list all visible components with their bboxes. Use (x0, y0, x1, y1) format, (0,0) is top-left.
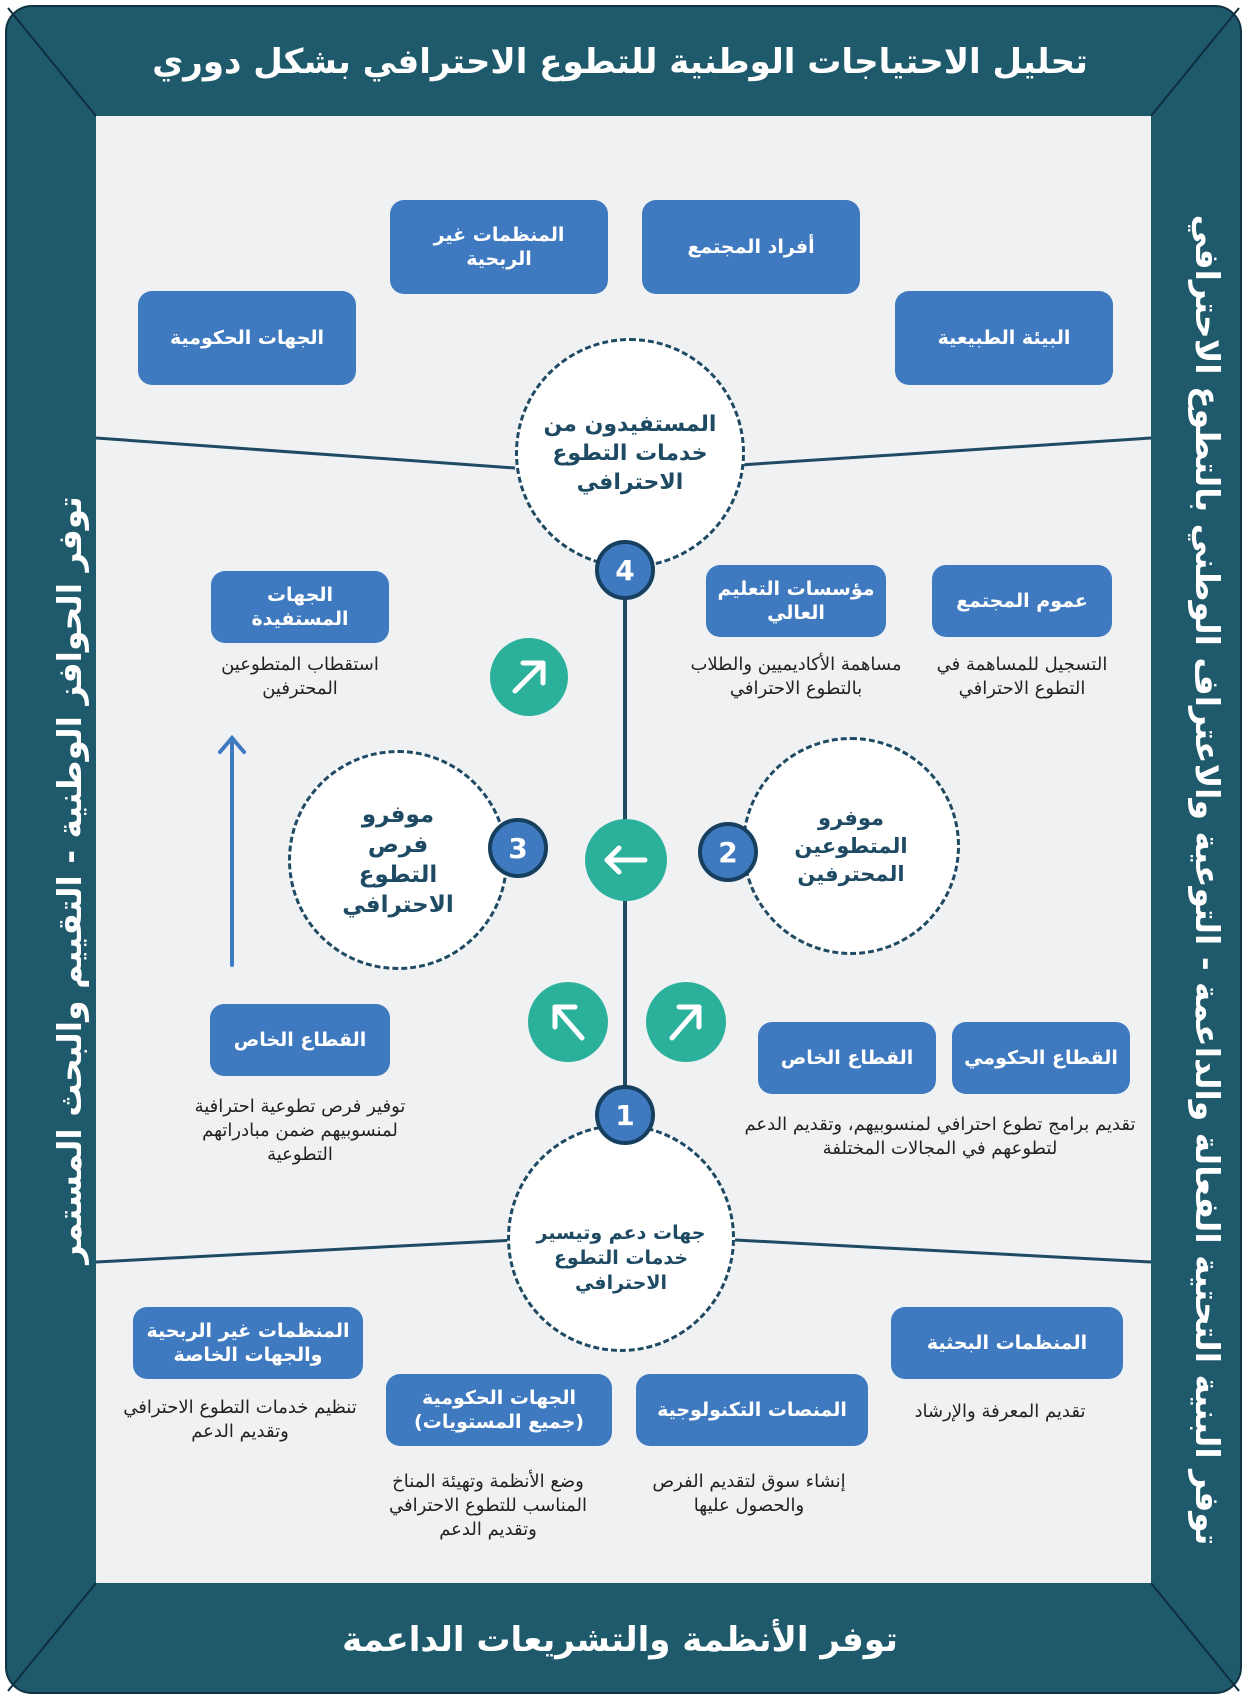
badge-2: 2 (698, 822, 758, 882)
desc-beneficiary-entities: استقطاب المتطوعين المحترفين (221, 654, 379, 699)
desc-higher-education: مساهمة الأكاديميين والطلاب بالتطوع الاحت… (690, 654, 902, 699)
frame-right-text: توفر البنية التحتية الفعالة والداعمة - ا… (1188, 214, 1227, 1546)
box-government-entities: الجهات الحكومية (138, 291, 356, 385)
frame-bottom-title: توفر الأنظمة والتشريعات الداعمة (342, 1620, 898, 1660)
box-community-members: أفراد المجتمع (642, 200, 860, 294)
box-nonprofits: المنظمات غير الربحية (390, 200, 608, 294)
divider-lines (95, 436, 1152, 1264)
box-government-all-levels: الجهات الحكومية (جميع المستويات) (386, 1374, 612, 1446)
arrow-up-right-icon (490, 638, 568, 716)
box-higher-education: مؤسسات التعليم العالي (706, 565, 886, 637)
desc-government-all-levels: وضع الأنظمة وتهيئة المناخ المناسب للتطوع… (388, 1471, 588, 1540)
arrow-up-left-icon (528, 982, 608, 1062)
box-tech-platforms: المنصات التكنولوجية (636, 1374, 868, 1446)
corner-lines (7, 7, 1240, 1692)
badge-4: 4 (595, 540, 655, 600)
badge-1: 1 (595, 1085, 655, 1145)
box-private-sector-left: القطاع الخاص (210, 1004, 390, 1076)
box-natural-environment: البيئة الطبيعية (895, 291, 1113, 385)
arrow-left-icon (585, 819, 667, 901)
desc-nonprofits-private: تنظيم خدمات التطوع الاحترافي وتقديم الدع… (123, 1397, 357, 1442)
box-general-public: عموم المجتمع (932, 565, 1112, 637)
box-government-sector: القطاع الحكومي (952, 1022, 1130, 1094)
arrow-up-right-icon-2 (646, 982, 726, 1062)
desc-research-orgs: تقديم المعرفة والإرشاد (914, 1401, 1086, 1422)
desc-general-public: التسجيل للمساهمة في التطوع الاحترافي (936, 654, 1108, 699)
badge-3: 3 (488, 818, 548, 878)
box-private-sector-right: القطاع الخاص (758, 1022, 936, 1094)
box-research-orgs: المنظمات البحثية (891, 1307, 1123, 1379)
beneficiaries-circle: المستفيدون من خدمات التطوع الاحترافي (515, 338, 745, 568)
desc-tech-platforms: إنشاء سوق لتقديم الفرص والحصول عليها (652, 1471, 846, 1516)
box-beneficiary-entities: الجهات المستفيدة (211, 571, 389, 643)
support-entities-circle: جهات دعم وتيسير خدمات التطوع الاحترافي (507, 1124, 735, 1352)
volunteer-providers-circle: موفرو المتطوعين المحترفين (742, 737, 960, 955)
box-nonprofits-private: المنظمات غير الربحية والجهات الخاصة (133, 1307, 363, 1379)
desc-sectors: تقديم برامج تطوع احترافي لمنسوبيهم، وتقد… (744, 1114, 1136, 1159)
arrow-up-icon (218, 734, 246, 967)
frame-top-title: تحليل الاحتياجات الوطنية للتطوع الاحتراف… (152, 42, 1088, 82)
desc-private-sector-left: توفير فرص تطوعية احترافية لمنسوبيهم ضمن … (194, 1096, 406, 1165)
frame-left-text: توفر الحوافز الوطنية - التقييم والبحث ال… (50, 496, 89, 1264)
opportunity-providers-circle: موفرو فرص التطوع الاحترافي (288, 750, 508, 970)
